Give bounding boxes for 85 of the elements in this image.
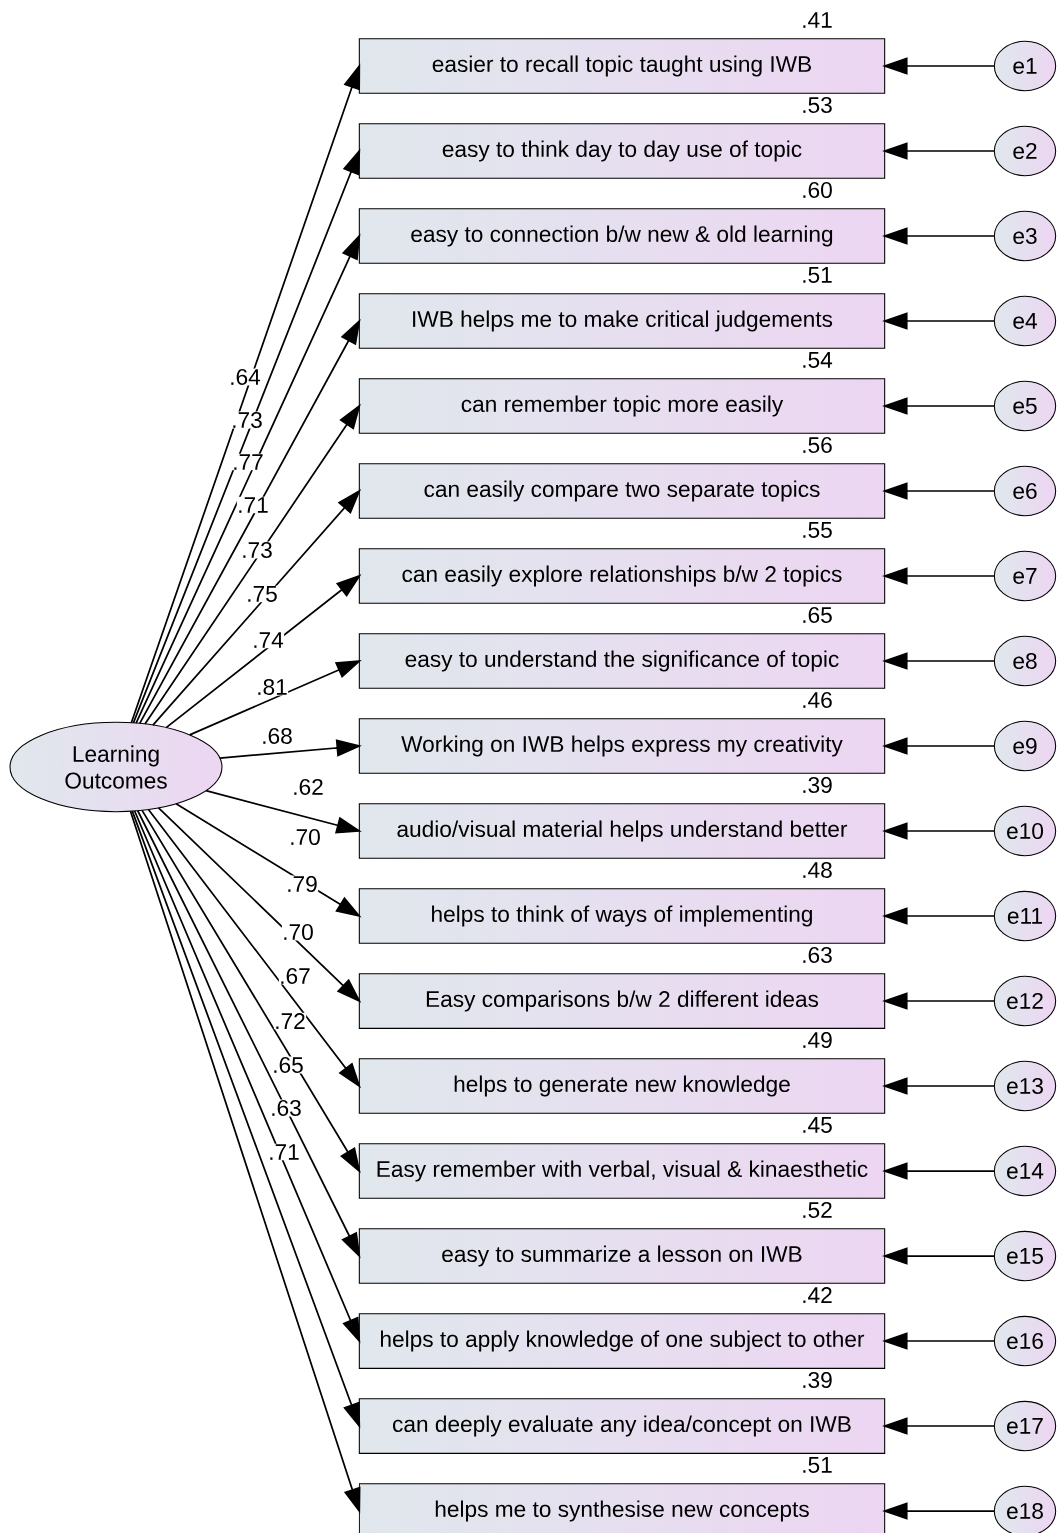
edge-label: .62 — [291, 778, 325, 796]
arrow — [883, 737, 996, 755]
variable-box: can easily compare two separate topics — [358, 463, 886, 519]
coefficient-label: .49 — [803, 1032, 832, 1049]
edge-label: .75 — [245, 585, 279, 603]
arrow — [883, 907, 996, 925]
coefficient-label: .63 — [803, 947, 832, 964]
arrow — [883, 1162, 996, 1180]
variable-box: easy to connection b/w new & old learning — [358, 208, 886, 264]
variable-box: easier to recall topic taught using IWB — [358, 38, 886, 94]
edge-label: .68 — [260, 727, 294, 745]
variable-box: IWB helps me to make critical judgements — [358, 293, 886, 349]
variable-box: can remember topic more easily — [358, 378, 886, 434]
coefficient-label: .60 — [803, 182, 832, 199]
coefficient-label: .56 — [803, 437, 832, 454]
edge-label: .63 — [269, 1099, 303, 1117]
arrow — [188, 660, 361, 736]
coefficient-label: .46 — [803, 692, 832, 709]
arrow — [883, 992, 996, 1010]
coefficient-label: .51 — [803, 1457, 832, 1473]
coefficient-label: .53 — [803, 97, 832, 114]
coefficient-label: .65 — [803, 607, 832, 624]
arrow — [883, 57, 996, 75]
variable-box: can easily explore relationships b/w 2 topics — [358, 548, 886, 604]
edge-label: .79 — [285, 875, 319, 893]
variable-box: helps to apply knowledge of one subject to other — [358, 1313, 886, 1369]
arrow — [883, 397, 996, 415]
arrow — [219, 739, 361, 759]
edge-label: .77 — [231, 453, 265, 471]
edge-label: .67 — [278, 967, 312, 985]
arrow — [883, 1247, 996, 1265]
coefficient-label: .51 — [803, 267, 832, 283]
arrow — [205, 789, 361, 834]
variable-box: easy to understand the significance of topic — [358, 633, 886, 689]
edge-label: .74 — [251, 631, 285, 649]
variable-box: easy to summarize a lesson on IWB — [358, 1228, 886, 1284]
arrow — [883, 1417, 996, 1435]
arrow — [136, 809, 361, 1257]
edge-label: .70 — [288, 828, 322, 846]
arrow — [883, 227, 996, 245]
coefficient-label: .45 — [803, 1117, 832, 1133]
coefficient-label: .39 — [803, 1372, 832, 1389]
arrow — [138, 320, 361, 725]
arrow — [883, 312, 996, 330]
coefficient-label: .39 — [803, 777, 832, 794]
arrow — [175, 802, 361, 917]
edge-label: .81 — [255, 678, 289, 696]
edge-label: .71 — [267, 1143, 301, 1161]
coefficient-label: .54 — [803, 352, 833, 368]
arrow — [135, 235, 361, 724]
arrow — [152, 490, 361, 726]
variable-box: helps me to synthesise new concepts — [358, 1483, 886, 1533]
coefficient-label: .55 — [803, 522, 832, 538]
variable-box: helps to think of ways of implementing — [358, 888, 886, 944]
arrow — [165, 575, 361, 729]
variable-box: can deeply evaluate any idea/concept on IWB — [358, 1398, 886, 1454]
variable-box: easy to think day to day use of topic — [358, 123, 886, 179]
arrow — [144, 405, 361, 725]
arrow — [883, 482, 996, 500]
variable-box: Working on IWB helps express my creativity — [358, 718, 886, 774]
coefficient-label: .42 — [803, 1287, 832, 1303]
edge-label: .64 — [228, 368, 262, 386]
arrow — [141, 809, 361, 1172]
arrow — [883, 567, 996, 585]
edge-label: .71 — [236, 496, 270, 514]
edge-label: .73 — [240, 541, 274, 559]
edge-label: .65 — [271, 1056, 305, 1074]
arrow — [883, 1332, 996, 1350]
edge-label: .72 — [273, 1012, 307, 1030]
arrow — [147, 808, 361, 1087]
variable-box: audio/visual material helps understand better — [358, 803, 886, 859]
variable-box: helps to generate new knowledge — [358, 1058, 886, 1114]
arrow — [883, 1077, 996, 1095]
arrow — [883, 822, 996, 840]
variable-box: Easy comparisons b/w 2 different ideas — [358, 973, 886, 1029]
edge-label: .70 — [281, 923, 315, 941]
arrow — [883, 652, 996, 670]
edge-label: .73 — [230, 411, 264, 429]
coefficient-label: .41 — [803, 12, 832, 28]
coefficient-label: .52 — [803, 1202, 832, 1219]
arrow — [157, 807, 361, 1002]
coefficient-label: .48 — [803, 862, 832, 879]
arrow — [883, 142, 996, 160]
variable-box: Easy remember with verbal, visual & kinaesthetic — [358, 1143, 886, 1199]
arrow — [883, 1502, 996, 1520]
